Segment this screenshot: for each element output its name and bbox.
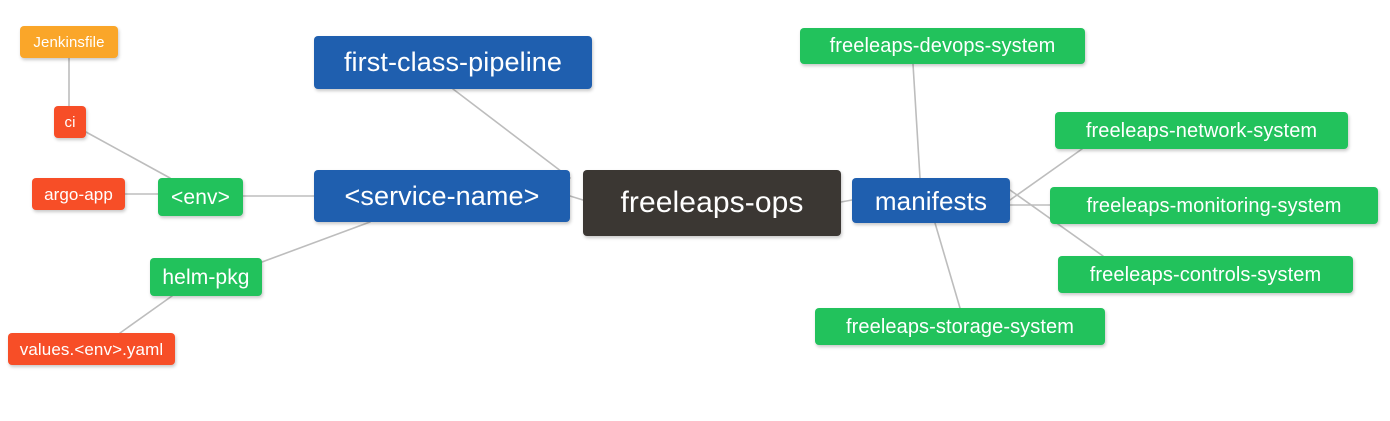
- node-label-freeleaps-storage-system: freeleaps-storage-system: [845, 315, 1075, 338]
- node-helm-pkg[interactable]: helm-pkg: [150, 258, 262, 296]
- node-service-name[interactable]: <service-name>: [314, 170, 570, 222]
- edge-manifests-to-freeleaps-devops-system: [912, 63, 921, 179]
- node-label-values-env-yaml: values.<env>.yaml: [19, 339, 164, 359]
- node-first-class-pipeline[interactable]: first-class-pipeline: [314, 36, 592, 89]
- node-label-freeleaps-monitoring-system: freeleaps-monitoring-system: [1086, 194, 1342, 217]
- edge-service-name-to-helm-pkg: [261, 221, 371, 263]
- node-freeleaps-storage-system[interactable]: freeleaps-storage-system: [815, 308, 1105, 345]
- node-label-env: <env>: [171, 185, 230, 209]
- node-freeleaps-controls-system[interactable]: freeleaps-controls-system: [1058, 256, 1353, 293]
- node-label-helm-pkg: helm-pkg: [162, 265, 250, 289]
- node-label-ci: ci: [64, 113, 76, 131]
- node-label-first-class-pipeline: first-class-pipeline: [343, 47, 563, 77]
- node-freeleaps-network-system[interactable]: freeleaps-network-system: [1055, 112, 1348, 149]
- node-label-freeleaps-network-system: freeleaps-network-system: [1085, 119, 1318, 142]
- node-label-freeleaps-controls-system: freeleaps-controls-system: [1089, 263, 1322, 286]
- edge-freeleaps-ops-to-service-name: [569, 195, 584, 201]
- node-label-freeleaps-devops-system: freeleaps-devops-system: [829, 35, 1056, 57]
- node-label-jenkinsfile: Jenkinsfile: [33, 33, 105, 51]
- node-label-freeleaps-ops: freeleaps-ops: [620, 186, 804, 219]
- node-freeleaps-devops-system[interactable]: freeleaps-devops-system: [800, 28, 1085, 64]
- node-argo-app[interactable]: argo-app: [32, 178, 125, 210]
- edge-env-to-ci: [85, 131, 171, 179]
- node-label-manifests: manifests: [874, 185, 988, 216]
- edge-manifests-to-freeleaps-storage-system: [934, 222, 961, 309]
- node-freeleaps-monitoring-system[interactable]: freeleaps-monitoring-system: [1050, 187, 1378, 224]
- edge-freeleaps-ops-to-manifests: [840, 199, 853, 203]
- node-jenkinsfile[interactable]: Jenkinsfile: [20, 26, 118, 58]
- node-label-service-name: <service-name>: [344, 180, 540, 211]
- node-values-env-yaml[interactable]: values.<env>.yaml: [8, 333, 175, 365]
- edge-service-name-to-first-class-pipeline: [452, 88, 571, 179]
- node-manifests[interactable]: manifests: [852, 178, 1010, 223]
- node-freeleaps-ops[interactable]: freeleaps-ops: [583, 170, 841, 236]
- node-env[interactable]: <env>: [158, 178, 243, 216]
- node-ci[interactable]: ci: [54, 106, 86, 138]
- node-label-argo-app: argo-app: [44, 184, 113, 204]
- edge-helm-pkg-to-values-env-yaml: [119, 295, 173, 334]
